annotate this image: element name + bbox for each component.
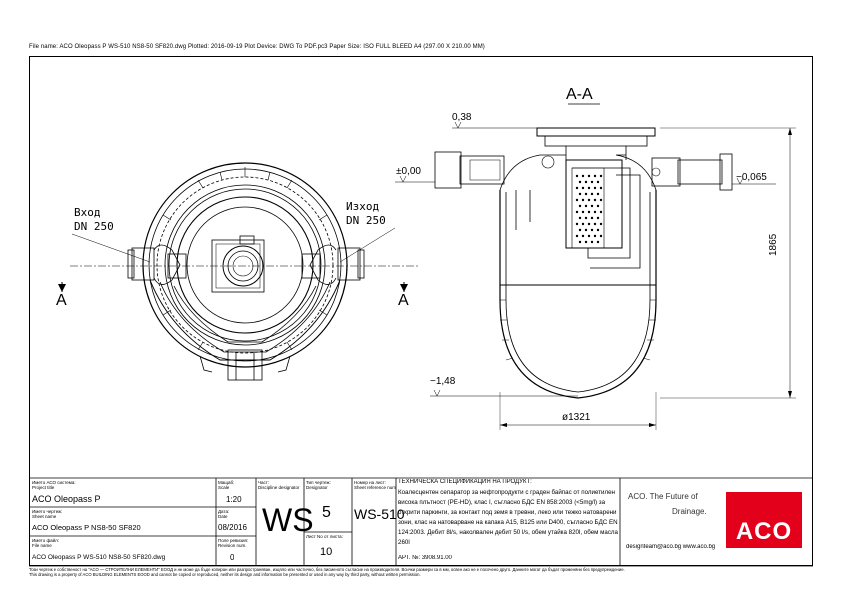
revision-label-bg: Поле ревизия: [218,538,249,543]
project-title-label-bg: Името АСО система: [32,480,76,485]
part-label-bg: Част: [258,480,270,485]
scale-label-en: Scale [218,485,230,490]
brand-tagline-2: Drainage. [672,507,707,516]
date-label-en: Date [218,514,228,519]
sheet-ref-label-bg: Номер на лист: [354,480,387,485]
sheet-name-label-bg: Името чертеж: [32,509,63,514]
aco-logo: ACO [726,492,802,548]
project-title-label-en: Project title [32,485,55,490]
file-name-label-en: File name [32,543,52,548]
sheet-ref-value: WS-510 [354,506,405,522]
spec-body: Коалесцентен сепаратор за нефтопродукти … [398,489,618,546]
part-label-en: Discipline designator [258,485,300,490]
part-value: WS [262,502,314,538]
plan-view [58,162,420,381]
inlet-label-1: Вход [74,206,101,219]
dim-top-level: 0,38 [452,112,472,123]
title-block-grid [29,477,813,567]
footer-copyright-en: This drawing is a property of ACO BUILDI… [29,572,421,577]
dim-inlet-level: ±0,00 [396,166,421,177]
left-section-mark: A [56,292,67,309]
spec-title: ТЕХНИЧЕСКА СПЕЦИФИКАЦИЯ НА ПРОДУКТ: [398,479,532,485]
footer-copyright-bg: Този чертеж е собственост на "ACO — СТРО… [29,567,625,572]
dim-outlet-level: −0,065 [736,172,767,183]
article-number: АРТ. №: 3908.91.00 [398,555,452,561]
designator-label-en: Designator [306,485,328,490]
file-name-label-bg: Името файл: [32,538,60,543]
dim-bottom-level: −1,48 [430,376,456,387]
inlet-label-2: DN 250 [74,220,114,233]
section-title: A-A [566,86,593,103]
sheet-count-label: Лист No от листа: [306,534,343,539]
designator-value: 5 [322,504,331,521]
project-title-value: ACO Oleopass P [32,494,101,504]
sheet-name-label-en: Sheet name [32,514,57,519]
scale-value: 1:20 [226,495,242,504]
designator-label-bg: Тип чертеж: [306,480,331,485]
section-view [395,103,796,430]
brand-tagline-1: ACO. The Future of [628,492,698,501]
plot-info-header: File name: ACO Oleopass P WS-510 NS8-50 … [29,44,485,50]
right-section-mark: A [398,292,409,309]
scale-label-bg: Мащаб: [218,480,235,485]
date-value: 08/2016 [218,523,247,532]
revision-value: 0 [230,553,235,562]
sheet-count-value: 10 [320,546,333,558]
drawing-frame [29,56,813,566]
outlet-label-2: DN 250 [346,214,386,227]
sheet-ref-label-en: Sheet reference num. [354,485,396,490]
outlet-label-1: Изход [346,200,380,213]
revision-label-en: Revision num. [218,543,247,548]
dim-diameter: ø1321 [562,412,591,423]
file-name-value: ACO Oleopass P WS-510 NS8-50 SF820.dwg [32,554,166,561]
contact-info: designteam@aco.bg www.aco.bg [626,544,716,550]
sheet-name-value: ACO Oleopass P NS8-50 SF820 [32,523,141,532]
date-label-bg: Дата: [218,509,230,514]
dim-height: 1865 [768,233,779,256]
